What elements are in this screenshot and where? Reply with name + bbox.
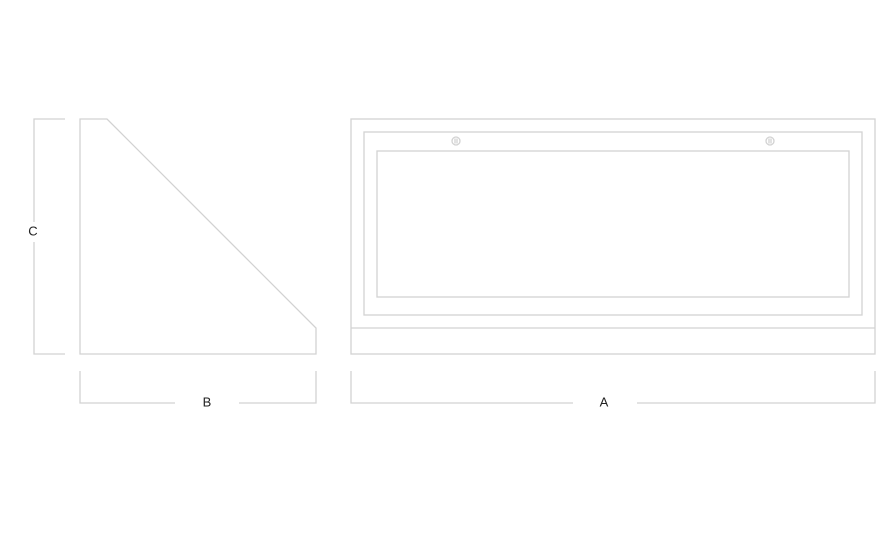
height-dimension: C bbox=[24, 118, 65, 355]
width-dimension-bracket-right bbox=[637, 371, 876, 404]
width-dimension: A bbox=[350, 371, 876, 409]
depth-dimension: B bbox=[79, 371, 317, 409]
width-dimension-bracket-left bbox=[350, 371, 573, 404]
depth-label: B bbox=[203, 394, 212, 409]
height-label: C bbox=[28, 223, 37, 238]
width-label: A bbox=[600, 394, 609, 409]
front-panel bbox=[376, 150, 850, 298]
front-outer-frame bbox=[350, 118, 876, 355]
screw-icon bbox=[451, 136, 461, 146]
front-view bbox=[350, 118, 876, 355]
label-gap bbox=[24, 222, 44, 242]
depth-dimension-bracket-right bbox=[239, 371, 317, 404]
side-profile bbox=[79, 118, 317, 355]
side-profile-outline bbox=[79, 118, 317, 355]
screw-icon bbox=[765, 136, 775, 146]
front-inner-frame bbox=[363, 131, 863, 316]
depth-dimension-bracket-left bbox=[79, 371, 175, 404]
